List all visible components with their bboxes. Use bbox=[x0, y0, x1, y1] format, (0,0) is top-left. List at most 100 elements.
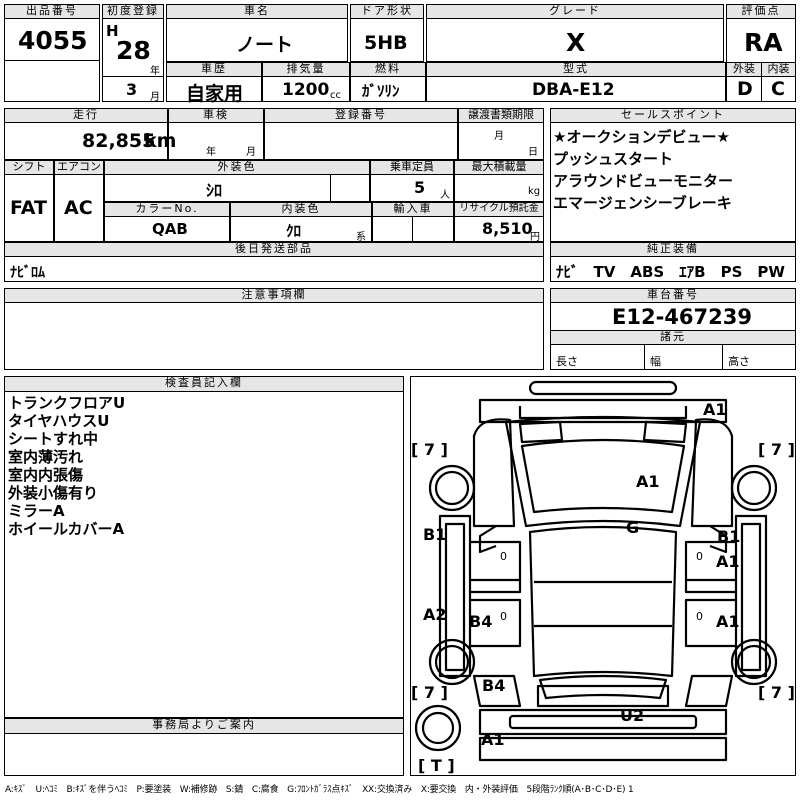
exterior-label: 外装 bbox=[726, 62, 762, 77]
aircon-label: エアコン bbox=[54, 160, 104, 175]
tire-front-right: [ 7 ] bbox=[758, 440, 795, 459]
transfer-month-unit: 月 bbox=[494, 131, 504, 142]
interior-color-label: 内装色 bbox=[230, 202, 372, 217]
exterior-color: ｼﾛ bbox=[206, 181, 223, 200]
history-label: 車歴 bbox=[166, 62, 262, 77]
first-registration-year: 28 bbox=[116, 36, 151, 65]
inspector-label: 検査員記入欄 bbox=[4, 376, 404, 392]
door-type: 5HB bbox=[364, 32, 408, 54]
car-diagram bbox=[414, 380, 778, 762]
tire-rear-right: [ 7 ] bbox=[758, 683, 795, 702]
first-registration-label: 初度登録 bbox=[102, 4, 164, 19]
capacity: 5 bbox=[414, 178, 426, 197]
color-number: QAB bbox=[152, 220, 188, 238]
fuel-label: 燃料 bbox=[350, 62, 426, 77]
lot-number: 4055 bbox=[18, 26, 88, 55]
width-label: 幅 bbox=[650, 355, 661, 368]
later-parts-label: 後日発送部品 bbox=[4, 242, 544, 257]
displacement-label: 排気量 bbox=[262, 62, 350, 77]
mileage-label: 走行 bbox=[4, 108, 168, 123]
damage-mark: B4 bbox=[482, 676, 506, 695]
damage-mark: A1 bbox=[703, 400, 727, 419]
inspector-note: 外装小傷有り bbox=[8, 484, 99, 502]
zero-mark: 0 bbox=[500, 550, 507, 563]
inspector-notes: トランクフロアU タイヤハウスU シートすれ中 室内薄汚れ 室内内張傷 外装小傷… bbox=[8, 394, 125, 538]
mileage: 82,855 bbox=[82, 130, 156, 152]
kg-unit: kg bbox=[528, 186, 541, 197]
inspector-note: トランクフロアU bbox=[8, 394, 126, 412]
lot-number-label: 出品番号 bbox=[4, 4, 100, 19]
shaken-month-unit: 月 bbox=[246, 147, 256, 158]
office-label: 事務局よりご案内 bbox=[4, 718, 404, 734]
zero-mark: 0 bbox=[696, 610, 703, 623]
era-label: H bbox=[106, 22, 119, 40]
month-unit: 月 bbox=[150, 92, 160, 103]
interior-label: 内装 bbox=[761, 62, 796, 77]
car-diagram-frame bbox=[410, 376, 796, 776]
shift-label: シフト bbox=[4, 160, 54, 175]
color-number-label: カラーNo. bbox=[104, 202, 230, 217]
recycle-label: リサイクル預託金 bbox=[454, 202, 544, 217]
grade: X bbox=[566, 28, 586, 57]
aircon: AC bbox=[64, 197, 93, 219]
car-name-label: 車名 bbox=[166, 4, 348, 19]
inspector-note: ホイールカバーA bbox=[8, 520, 125, 538]
selling-point: ★オークションデビュー★ bbox=[553, 128, 730, 146]
damage-mark: B1 bbox=[717, 527, 741, 546]
damage-mark: B1 bbox=[423, 525, 447, 544]
displacement: 1200 bbox=[282, 80, 330, 100]
inspector-note: 室内薄汚れ bbox=[8, 448, 84, 466]
import-label: 輸入車 bbox=[372, 202, 454, 217]
model: DBA-E12 bbox=[532, 80, 615, 100]
max-load-label: 最大積載量 bbox=[454, 160, 544, 175]
damage-mark: B4 bbox=[469, 612, 493, 631]
transfer-deadline-label: 譲渡書類期限 bbox=[458, 108, 544, 123]
interior-color: ｸﾛ bbox=[286, 222, 302, 240]
shaken-year-unit: 年 bbox=[206, 147, 216, 158]
score-label: 評価点 bbox=[726, 4, 796, 19]
kei-unit: 系 bbox=[356, 232, 366, 243]
specs-label: 諸元 bbox=[550, 330, 796, 345]
zero-mark: 0 bbox=[500, 610, 507, 623]
chassis-label: 車台番号 bbox=[550, 288, 796, 303]
notes-label: 注意事項欄 bbox=[4, 288, 544, 303]
legend: A:ｷｽﾞ U:ﾍｺﾐ B:ｷｽﾞを伴うﾍｺﾐ P:要塗装 W:補修跡 S:錆 … bbox=[5, 785, 634, 795]
transfer-day-unit: 日 bbox=[528, 147, 538, 158]
damage-mark: A2 bbox=[423, 605, 447, 624]
selling-point: エマージェンシーブレーキ bbox=[553, 194, 732, 212]
inspector-note: ミラーA bbox=[8, 502, 65, 520]
chassis-number: E12-467239 bbox=[612, 305, 752, 329]
damage-mark: G bbox=[626, 518, 640, 537]
selling-point: アラウンドビューモニター bbox=[553, 172, 734, 190]
selling-points-label: セールスポイント bbox=[550, 108, 796, 123]
cc-unit: cc bbox=[330, 90, 341, 101]
damage-mark: A1 bbox=[636, 472, 660, 491]
history: 自家用 bbox=[186, 83, 244, 105]
registration-number-label: 登録番号 bbox=[264, 108, 458, 123]
height-label: 高さ bbox=[728, 355, 750, 368]
interior-score: C bbox=[771, 78, 785, 100]
score: RA bbox=[744, 28, 783, 57]
genuine-equipment-label: 純正装備 bbox=[550, 242, 796, 257]
selling-points-list: ★オークションデビュー★ プッシュスタート アラウンドビューモニター エマージェ… bbox=[553, 128, 733, 212]
damage-mark: A1 bbox=[716, 612, 740, 631]
later-parts: ﾅﾋﾞﾛﾑ bbox=[10, 265, 45, 281]
damage-mark: A1 bbox=[481, 730, 505, 749]
selling-point: プッシュスタート bbox=[553, 150, 674, 168]
tire-rear-left: [ 7 ] bbox=[411, 683, 448, 702]
fuel: ｶﾞｿﾘﾝ bbox=[362, 82, 400, 100]
damage-mark: U2 bbox=[620, 706, 645, 725]
inspector-note: 室内内張傷 bbox=[8, 466, 84, 484]
exterior-score: D bbox=[737, 78, 753, 100]
tire-front-left: [ 7 ] bbox=[411, 440, 448, 459]
shift: FAT bbox=[10, 197, 47, 219]
damage-mark: A1 bbox=[716, 552, 740, 571]
first-registration-month: 3 bbox=[126, 80, 138, 99]
car-name: ノート bbox=[236, 34, 294, 56]
inspector-note: タイヤハウスU bbox=[8, 412, 110, 430]
yen-unit: 円 bbox=[530, 232, 540, 243]
year-unit: 年 bbox=[150, 66, 160, 77]
grade-label: グレード bbox=[426, 4, 724, 19]
spare-tire-label: [ T ] bbox=[418, 756, 455, 775]
persons-unit: 人 bbox=[440, 190, 450, 201]
